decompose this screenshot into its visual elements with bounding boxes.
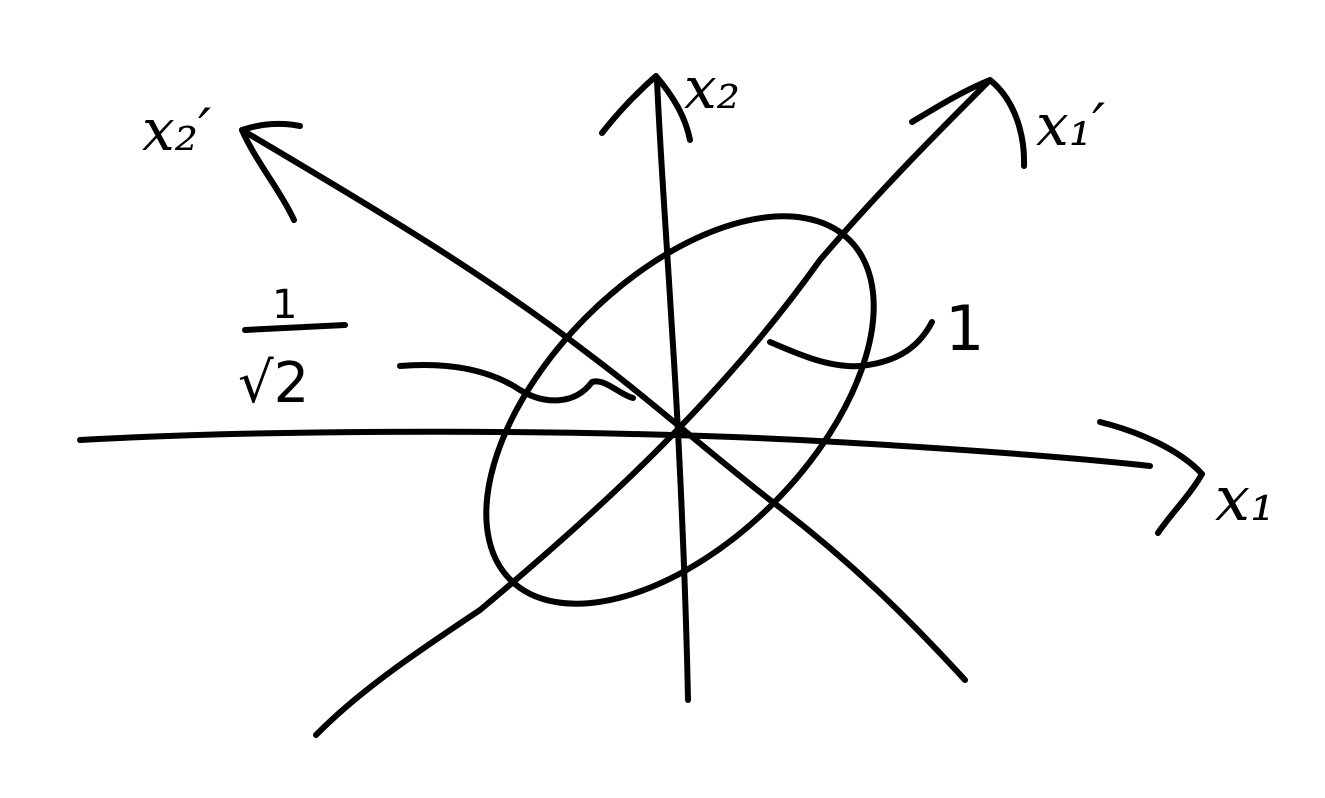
- x2-axis: [654, 77, 691, 703]
- major-axis-leader: [767, 319, 935, 370]
- x1-arrowhead: [1097, 419, 1205, 536]
- x1-prime-label: x₁′: [1036, 91, 1105, 159]
- x1-prime-axis: [313, 79, 991, 738]
- ellipse: [483, 213, 877, 607]
- fraction-bar: [242, 322, 348, 333]
- x2-label: x₂: [684, 54, 740, 122]
- minor-axis-leader: [397, 362, 636, 404]
- x2-arrowhead: [599, 73, 693, 143]
- minor-axis-denominator: √2: [238, 351, 309, 416]
- major-axis-label: 1: [945, 292, 984, 365]
- x2-prime-axis: [239, 127, 968, 683]
- x1-prime-arrowhead: [909, 77, 1028, 169]
- x1-axis: [77, 428, 1153, 469]
- x2-prime-arrowhead: [239, 120, 303, 223]
- x2-prime-label: x₂′: [142, 96, 211, 164]
- minor-axis-numerator: 1: [272, 282, 297, 328]
- x1-label: x₁: [1215, 462, 1275, 535]
